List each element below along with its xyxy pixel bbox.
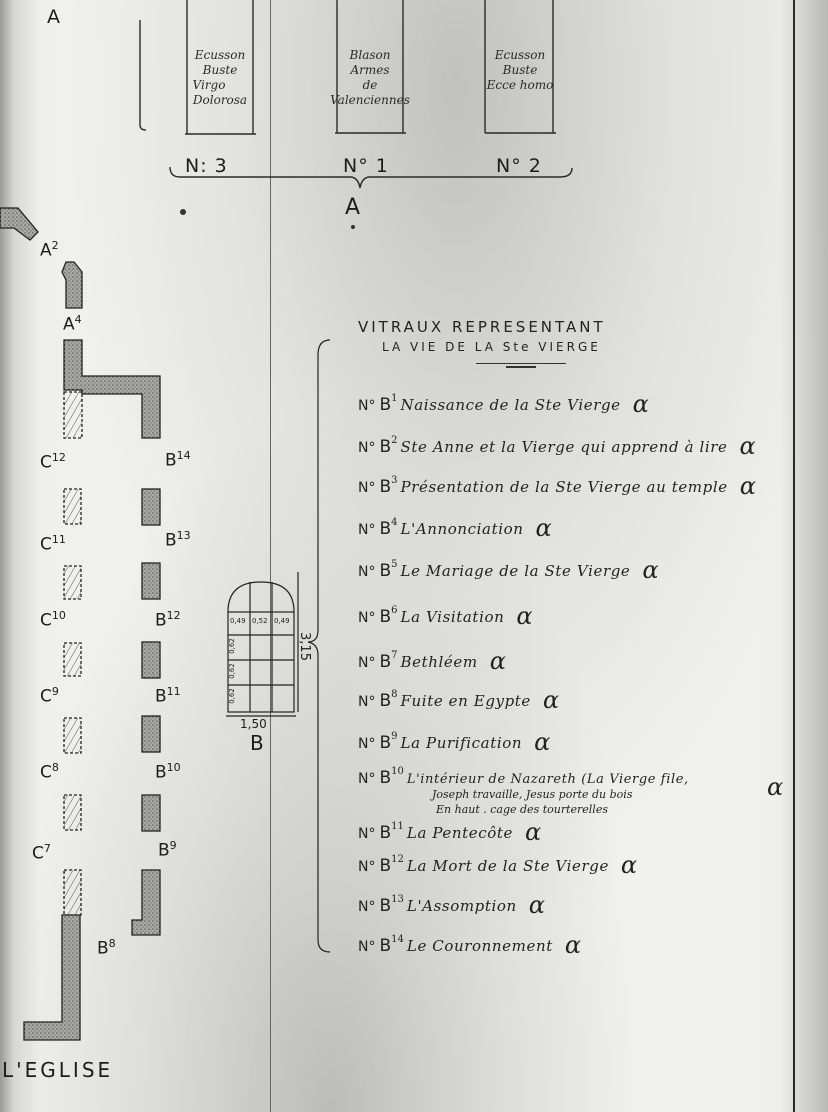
panel-2-number: N° 2 <box>496 155 542 177</box>
legend-title-underline <box>476 363 566 364</box>
window-width: 1,50 <box>240 717 267 731</box>
dim-top-2: 0,52 <box>252 617 268 625</box>
panel-group-label: A <box>345 195 362 220</box>
page-border-right <box>793 0 795 1112</box>
label-c10: C10 <box>40 609 66 631</box>
panel-3-text: Ecusson Buste Virgo Dolorosa <box>192 48 248 107</box>
label-c11: C11 <box>40 533 66 555</box>
legend-entry-10-line3: En haut . cage des tourterelles <box>436 803 608 816</box>
dim-left-3: 0,62 <box>227 688 236 704</box>
fold-line-center <box>270 0 271 1112</box>
church-label: L'EGLISE <box>2 1058 114 1082</box>
legend-entry-10: N°B10L'intérieur de Nazareth (La Vierge … <box>358 766 689 788</box>
legend-entry-10-mark: α <box>767 773 784 801</box>
label-b13: B13 <box>165 529 191 551</box>
dim-left-2: 0,62 <box>227 663 236 679</box>
label-c9: C9 <box>40 685 59 707</box>
panel-2-text: Ecusson Buste Ecce homo <box>486 48 554 92</box>
window-height: 3,15 <box>296 632 312 661</box>
label-b8: B8 <box>97 937 116 959</box>
corner-label: A <box>47 6 61 28</box>
legend-title-line2: LA VIE DE LA Ste VIERGE <box>382 340 601 354</box>
label-a2: A2 <box>40 239 59 261</box>
label-c7: C7 <box>32 842 51 864</box>
dim-left-1: 0,62 <box>227 638 236 654</box>
label-b12: B12 <box>155 609 181 631</box>
dim-top-1: 0,49 <box>230 617 246 625</box>
top-panels-drawing <box>139 0 573 229</box>
label-b9: B9 <box>158 839 177 861</box>
legend-title-underline-2 <box>506 366 536 368</box>
panel-3-number: N: 3 <box>185 155 228 177</box>
label-b10: B10 <box>155 761 181 783</box>
label-b11: B11 <box>155 685 181 707</box>
label-c12: C12 <box>40 451 66 473</box>
label-c8: C8 <box>40 761 59 783</box>
panel-1-number: N° 1 <box>343 155 389 177</box>
legend-entry-10-line2: Joseph travaille, Jesus porte du bois <box>432 788 633 801</box>
label-a4: A4 <box>63 313 82 335</box>
dim-top-3: 0,49 <box>274 617 290 625</box>
window-label: B <box>250 731 264 755</box>
label-b14: B14 <box>165 449 191 471</box>
panel-1-text: Blason Armes de Valenciennes <box>330 48 410 107</box>
legend-title-line1: VITRAUX REPRESENTANT <box>358 318 606 336</box>
